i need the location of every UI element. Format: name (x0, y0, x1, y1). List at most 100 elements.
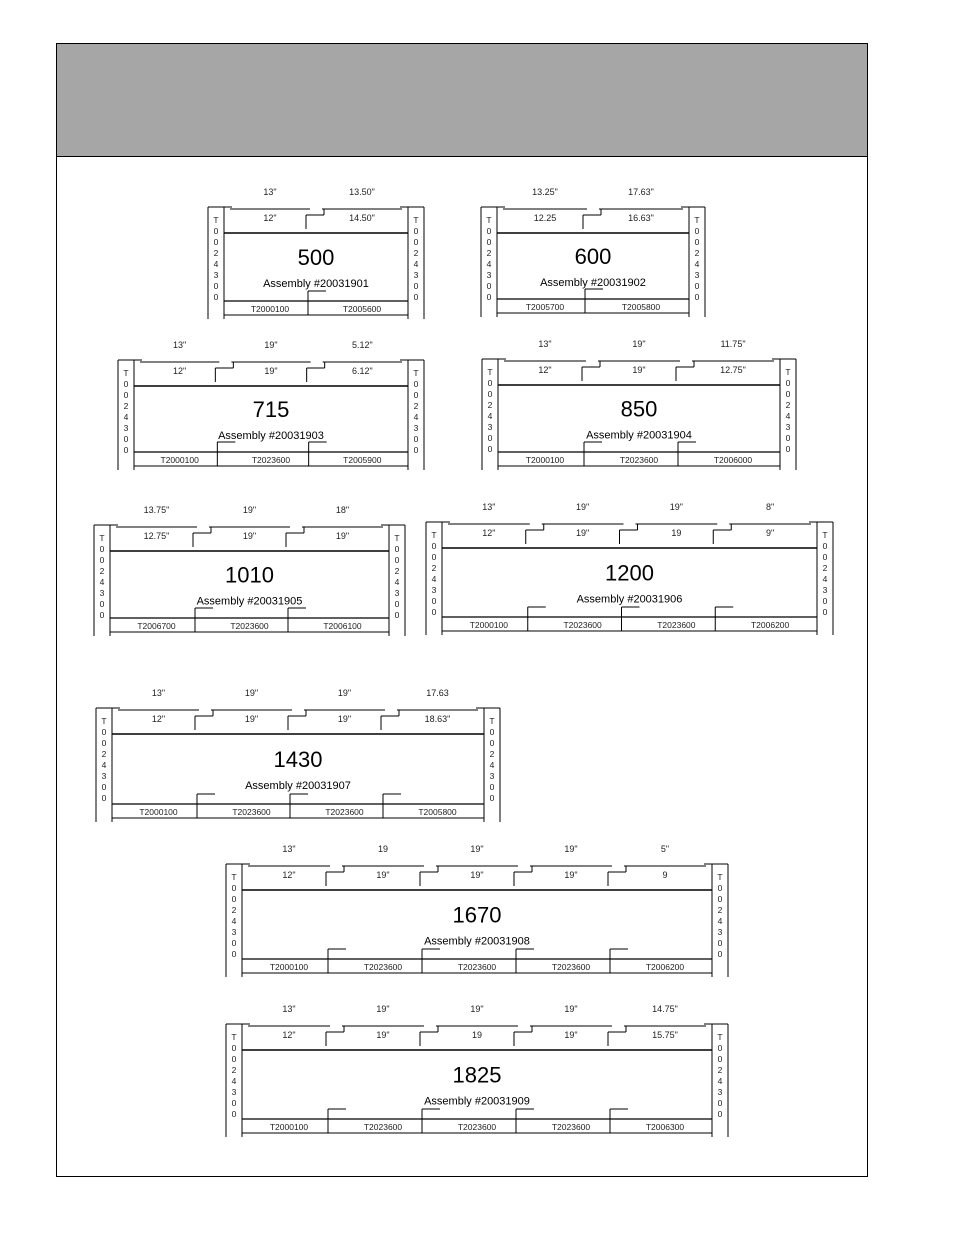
inner-dimension: 19" (470, 870, 483, 880)
top-dimension: 5" (661, 844, 669, 854)
top-dimension: 19" (632, 339, 645, 349)
top-dimension: 17.63" (628, 187, 654, 197)
top-dimension: 13.50" (349, 187, 375, 197)
part-number: T2023600 (620, 455, 659, 465)
inner-dimension: 12.75" (720, 365, 746, 375)
top-dimension: 19" (670, 502, 683, 512)
part-number: T2006200 (751, 620, 790, 630)
part-number: T2023600 (364, 962, 403, 972)
inner-dimension: 19" (264, 366, 277, 376)
part-number: T2023600 (552, 962, 591, 972)
inner-dimension: 12" (282, 870, 295, 880)
inner-dimension: 6.12" (352, 366, 373, 376)
assembly-label: Assembly #20031909 (424, 1096, 530, 1108)
inner-dimension: 16.63" (628, 213, 654, 223)
page-frame (56, 43, 868, 1177)
inner-dimension: 19" (576, 528, 589, 538)
inner-dimension: 18.63" (425, 714, 451, 724)
top-dimension: 13" (152, 688, 165, 698)
inner-dimension: 19 (472, 1030, 482, 1040)
assembly-label: Assembly #20031904 (586, 430, 692, 442)
header-band (57, 44, 867, 157)
inner-dimension: 19" (376, 1030, 389, 1040)
part-number: T2006300 (646, 1122, 685, 1132)
top-dimension: 19" (564, 1004, 577, 1014)
top-dimension: 19" (243, 505, 256, 515)
top-dimension: 19" (470, 1004, 483, 1014)
assembly-label: Assembly #20031908 (424, 936, 530, 948)
inner-dimension: 12" (152, 714, 165, 724)
top-dimension: 19 (378, 844, 388, 854)
part-number: T2000100 (139, 807, 178, 817)
part-number: T2000100 (526, 455, 565, 465)
inner-dimension: 12" (482, 528, 495, 538)
part-number: T2005800 (418, 807, 457, 817)
top-dimension: 19" (564, 844, 577, 854)
inner-dimension: 12" (538, 365, 551, 375)
part-number: T2005600 (343, 304, 382, 314)
assembly-label: Assembly #20031907 (245, 780, 351, 792)
top-dimension: 19" (576, 502, 589, 512)
assembly-number: 1825 (453, 1063, 502, 1088)
inner-dimension: 14.50" (349, 213, 375, 223)
inner-dimension: 12.75" (144, 531, 170, 541)
assembly-number: 850 (621, 397, 658, 422)
assembly-number: 1670 (453, 903, 502, 928)
top-dimension: 13" (173, 340, 186, 350)
inner-dimension: 19" (376, 870, 389, 880)
top-dimension: 13" (263, 187, 276, 197)
inner-dimension: 12.25 (534, 213, 557, 223)
assembly-number: 1200 (605, 561, 654, 586)
top-dimension: 13" (282, 844, 295, 854)
top-dimension: 13" (282, 1004, 295, 1014)
inner-dimension: 12" (173, 366, 186, 376)
part-number: T2023600 (230, 621, 269, 631)
top-dimension: 19" (338, 688, 351, 698)
part-number: T2023600 (458, 962, 497, 972)
part-number: T2023600 (325, 807, 364, 817)
part-number: T2000100 (161, 455, 200, 465)
inner-dimension: 19" (243, 531, 256, 541)
top-dimension: 18" (336, 505, 349, 515)
top-dimension: 13" (538, 339, 551, 349)
top-dimension: 19" (470, 844, 483, 854)
part-number: T2006700 (137, 621, 176, 631)
part-number: T2023600 (552, 1122, 591, 1132)
top-dimension: 13.75" (144, 505, 170, 515)
part-number: T2005800 (622, 302, 661, 312)
assembly-number: 1010 (225, 563, 274, 588)
part-number: T2000100 (470, 620, 509, 630)
part-number: T2000100 (270, 962, 309, 972)
inner-dimension: 19" (245, 714, 258, 724)
assembly-number: 500 (298, 245, 335, 270)
top-dimension: 11.75" (720, 339, 745, 349)
part-number: T2006100 (323, 621, 362, 631)
part-number: T2023600 (458, 1122, 497, 1132)
assembly-label: Assembly #20031906 (577, 594, 683, 606)
inner-dimension: 19 (671, 528, 681, 538)
part-number: T2005900 (343, 455, 382, 465)
part-number: T2006200 (646, 962, 685, 972)
